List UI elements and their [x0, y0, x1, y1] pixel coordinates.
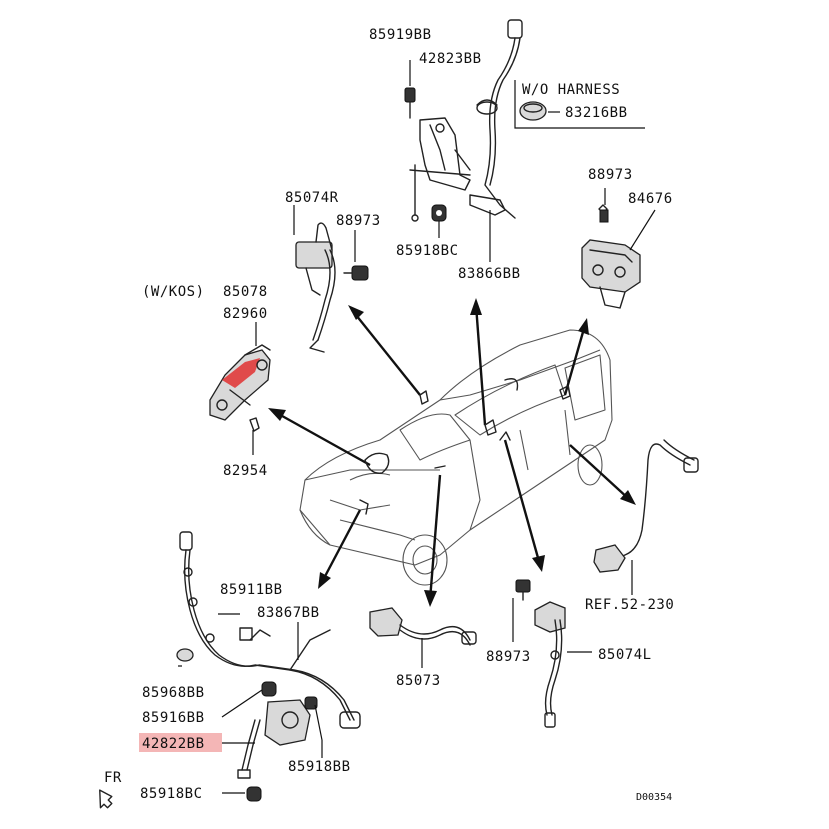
bushing-85918bc-top — [431, 204, 447, 238]
label-fr: FR — [104, 770, 122, 786]
sensor-85073 — [369, 607, 477, 668]
label-88973-top: 88973 — [336, 213, 381, 229]
module-84676 — [581, 188, 656, 309]
label-ref-52-230: REF.52-230 — [585, 597, 674, 613]
label-85074l: 85074L — [598, 647, 652, 663]
label-42823bb: 42823BB — [419, 51, 482, 67]
ref-harness-right — [593, 439, 699, 595]
label-83216bb: 83216BB — [565, 105, 628, 121]
label-diagram-code: D00354 — [636, 792, 672, 803]
label-wo-harness: W/O HARNESS — [522, 82, 620, 98]
label-85918bb: 85918BB — [288, 759, 351, 775]
label-85919bb: 85919BB — [369, 27, 432, 43]
label-85073: 85073 — [396, 673, 441, 689]
label-85078: 85078 — [223, 284, 268, 300]
label-wkos: (W/KOS) — [142, 284, 205, 300]
leader-arrows — [268, 298, 636, 607]
label-83867bb: 83867BB — [257, 605, 320, 621]
label-84676: 84676 — [628, 191, 673, 207]
rear-height-sensor-assembly — [404, 60, 471, 222]
label-88973-right: 88973 — [588, 167, 633, 183]
label-82954: 82954 — [223, 463, 268, 479]
label-85916bb: 85916BB — [142, 710, 205, 726]
label-85918bc-top: 85918BC — [396, 243, 459, 259]
sensor-harness-top — [469, 19, 523, 219]
vehicle-mount-points — [359, 378, 571, 515]
label-88973-bottom: 88973 — [486, 649, 531, 665]
part-labels: 85919BB 42823BB W/O HARNESS 83216BB 8507… — [104, 27, 674, 803]
sensor-82960 — [209, 322, 271, 455]
label-85911bb: 85911BB — [220, 582, 283, 598]
label-42822bb: 42822BB — [142, 736, 205, 752]
label-85074r: 85074R — [285, 190, 339, 206]
wo-harness-callout — [514, 80, 645, 129]
sensor-85074r — [293, 205, 369, 353]
vehicle-outline — [299, 329, 613, 586]
sensor-85074l — [512, 579, 592, 728]
front-harness-assembly — [176, 531, 361, 802]
label-82960: 82960 — [223, 306, 268, 322]
label-85968bb: 85968BB — [142, 685, 205, 701]
front-direction-indicator — [99, 789, 113, 809]
label-83866bb: 83866BB — [458, 266, 521, 282]
label-85918bc-bottom: 85918BC — [140, 786, 203, 802]
highlight-42822bb — [139, 733, 222, 752]
